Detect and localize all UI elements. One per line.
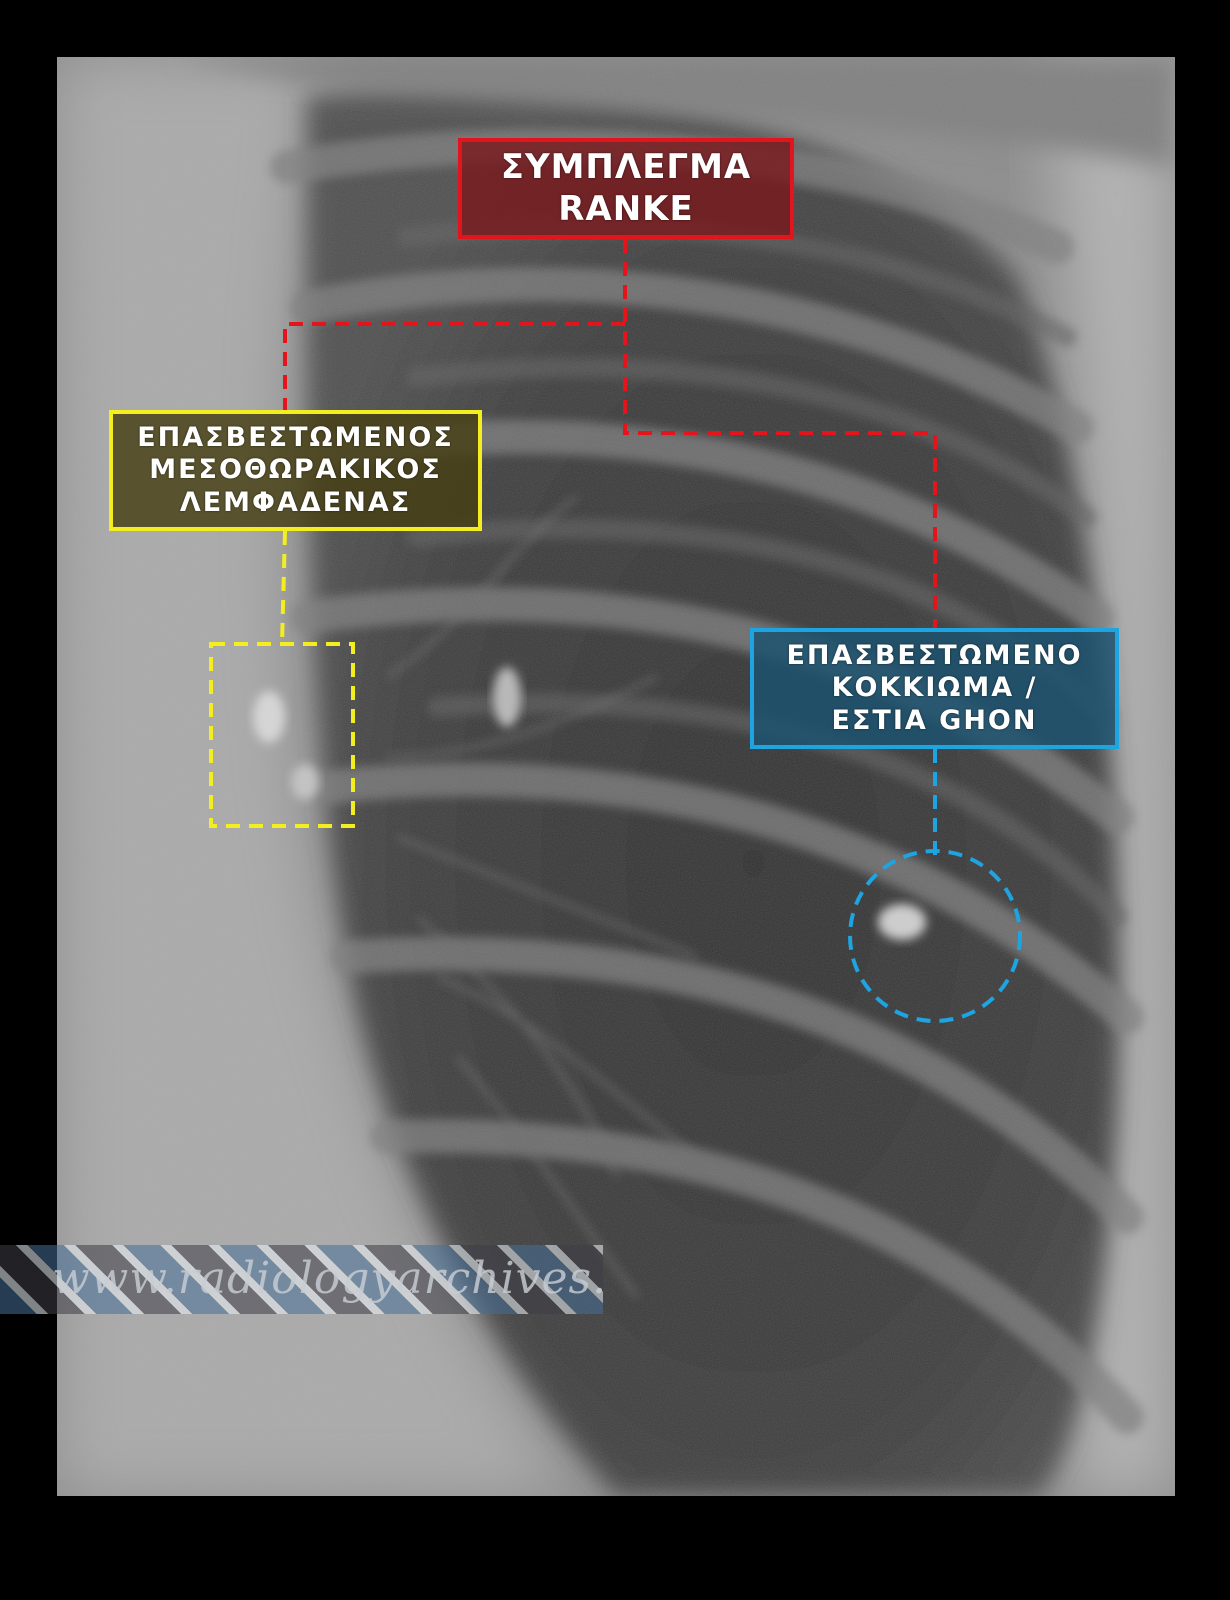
node-label-line2: ΜΕΣΟΘΩΡΑΚΙΚΟΣ xyxy=(149,454,442,486)
node-highlight-box xyxy=(209,642,355,828)
ranke-branch-line xyxy=(283,322,625,410)
watermark-banner: www.radiologyarchives.com xyxy=(0,1245,603,1314)
chest-xray-image xyxy=(57,57,1175,1496)
node-label-line1: ΕΠΑΣΒΕΣΤΩΜΕΝΟΣ xyxy=(137,421,454,453)
ghon-label-line1: ΕΠΑΣΒΕΣΤΩΜΕΝΟ xyxy=(786,639,1083,671)
ghon-label-line3: ΕΣΤΙΑ GHON xyxy=(831,704,1038,736)
ranke-label-line1: ΣΥΜΠΛΕΓΜΑ xyxy=(500,147,752,188)
ghon-highlight-circle xyxy=(848,849,1022,1023)
watermark-text: www.radiologyarchives.com xyxy=(52,1253,603,1304)
ranke-connector-line xyxy=(623,239,937,628)
ghon-label-line2: ΚΟΚΚΙΩΜΑ / xyxy=(831,672,1038,704)
node-label-line3: ΛΕΜΦΑΔΕΝΑΣ xyxy=(179,486,412,518)
ghon-focus-label: ΕΠΑΣΒΕΣΤΩΜΕΝΟ ΚΟΚΚΙΩΜΑ / ΕΣΤΙΑ GHON xyxy=(750,628,1119,749)
ranke-label-line2: RANKE xyxy=(558,188,694,229)
ranke-complex-label: ΣΥΜΠΛΕΓΜΑ RANKE xyxy=(458,138,794,239)
calcified-lymph-node-label: ΕΠΑΣΒΕΣΤΩΜΕΝΟΣ ΜΕΣΟΘΩΡΑΚΙΚΟΣ ΛΕΜΦΑΔΕΝΑΣ xyxy=(109,410,482,531)
node-connector-line xyxy=(280,530,287,645)
